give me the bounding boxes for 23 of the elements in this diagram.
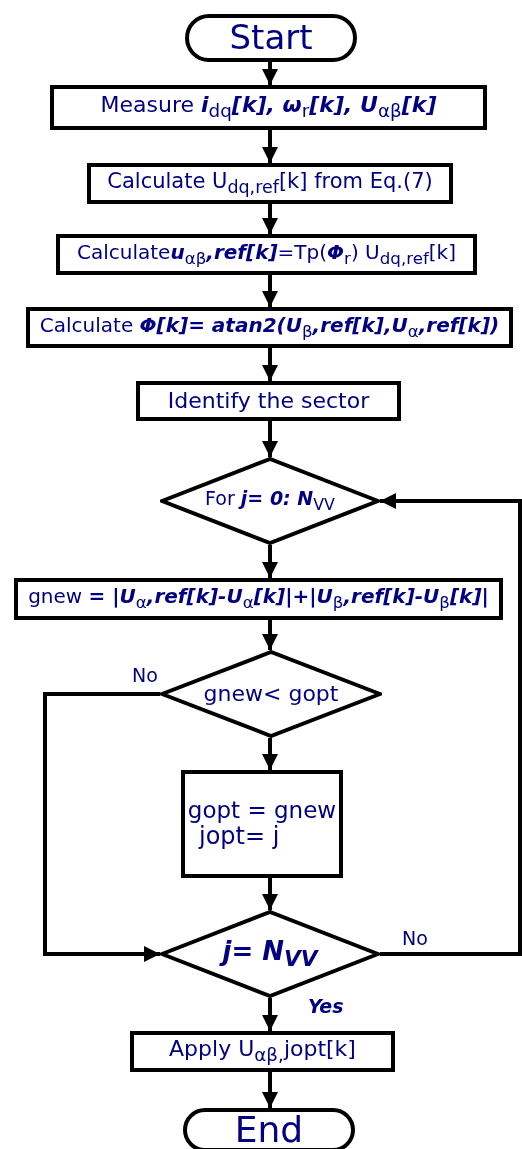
node-text: gnew< gopt bbox=[203, 681, 339, 707]
node-text: Calculate Φ[k]= atan2(U$_{β}$,ref[k],U$_{α}$,ref[k]) bbox=[39, 313, 500, 342]
process-box bbox=[136, 381, 401, 421]
process-box bbox=[56, 234, 477, 275]
node-text: gnew = |U$_{α}$,ref[k]-U$_{α}$[k]|+|U$_{β}$,ref[k]-U$_{β}$[k]| bbox=[28, 585, 489, 613]
node-text: Apply U$_{αβ,}$jopt[k] bbox=[169, 1037, 356, 1066]
node-text: For j= 0: N$_{VV}$ bbox=[205, 488, 335, 514]
node-text: Measure i$_{dq}$[k], ω$_{r}$[k], U$_{αβ}$[k] bbox=[100, 93, 437, 122]
terminal-box bbox=[185, 14, 357, 62]
process-box bbox=[130, 1031, 395, 1072]
node-text: jopt= j bbox=[199, 823, 280, 850]
node-text: Identify the sector bbox=[167, 388, 370, 414]
node-text: Start bbox=[229, 19, 313, 57]
process-box bbox=[50, 85, 487, 130]
process-box bbox=[181, 770, 343, 878]
node-text: gopt = gnew bbox=[187, 798, 337, 824]
node-text: Calculateu$_{αβ}$,ref[k]=Tp(Φ$_{r}$) U$_{dq,ref}$[k] bbox=[77, 240, 456, 269]
process-box bbox=[87, 163, 453, 204]
node-text: End bbox=[234, 1110, 304, 1149]
process-box bbox=[26, 307, 513, 348]
terminal-box bbox=[183, 1108, 355, 1149]
process-box bbox=[14, 578, 503, 620]
node-text: Calculate U$_{dq,ref}$[k] from Eq.(7) bbox=[107, 169, 433, 198]
